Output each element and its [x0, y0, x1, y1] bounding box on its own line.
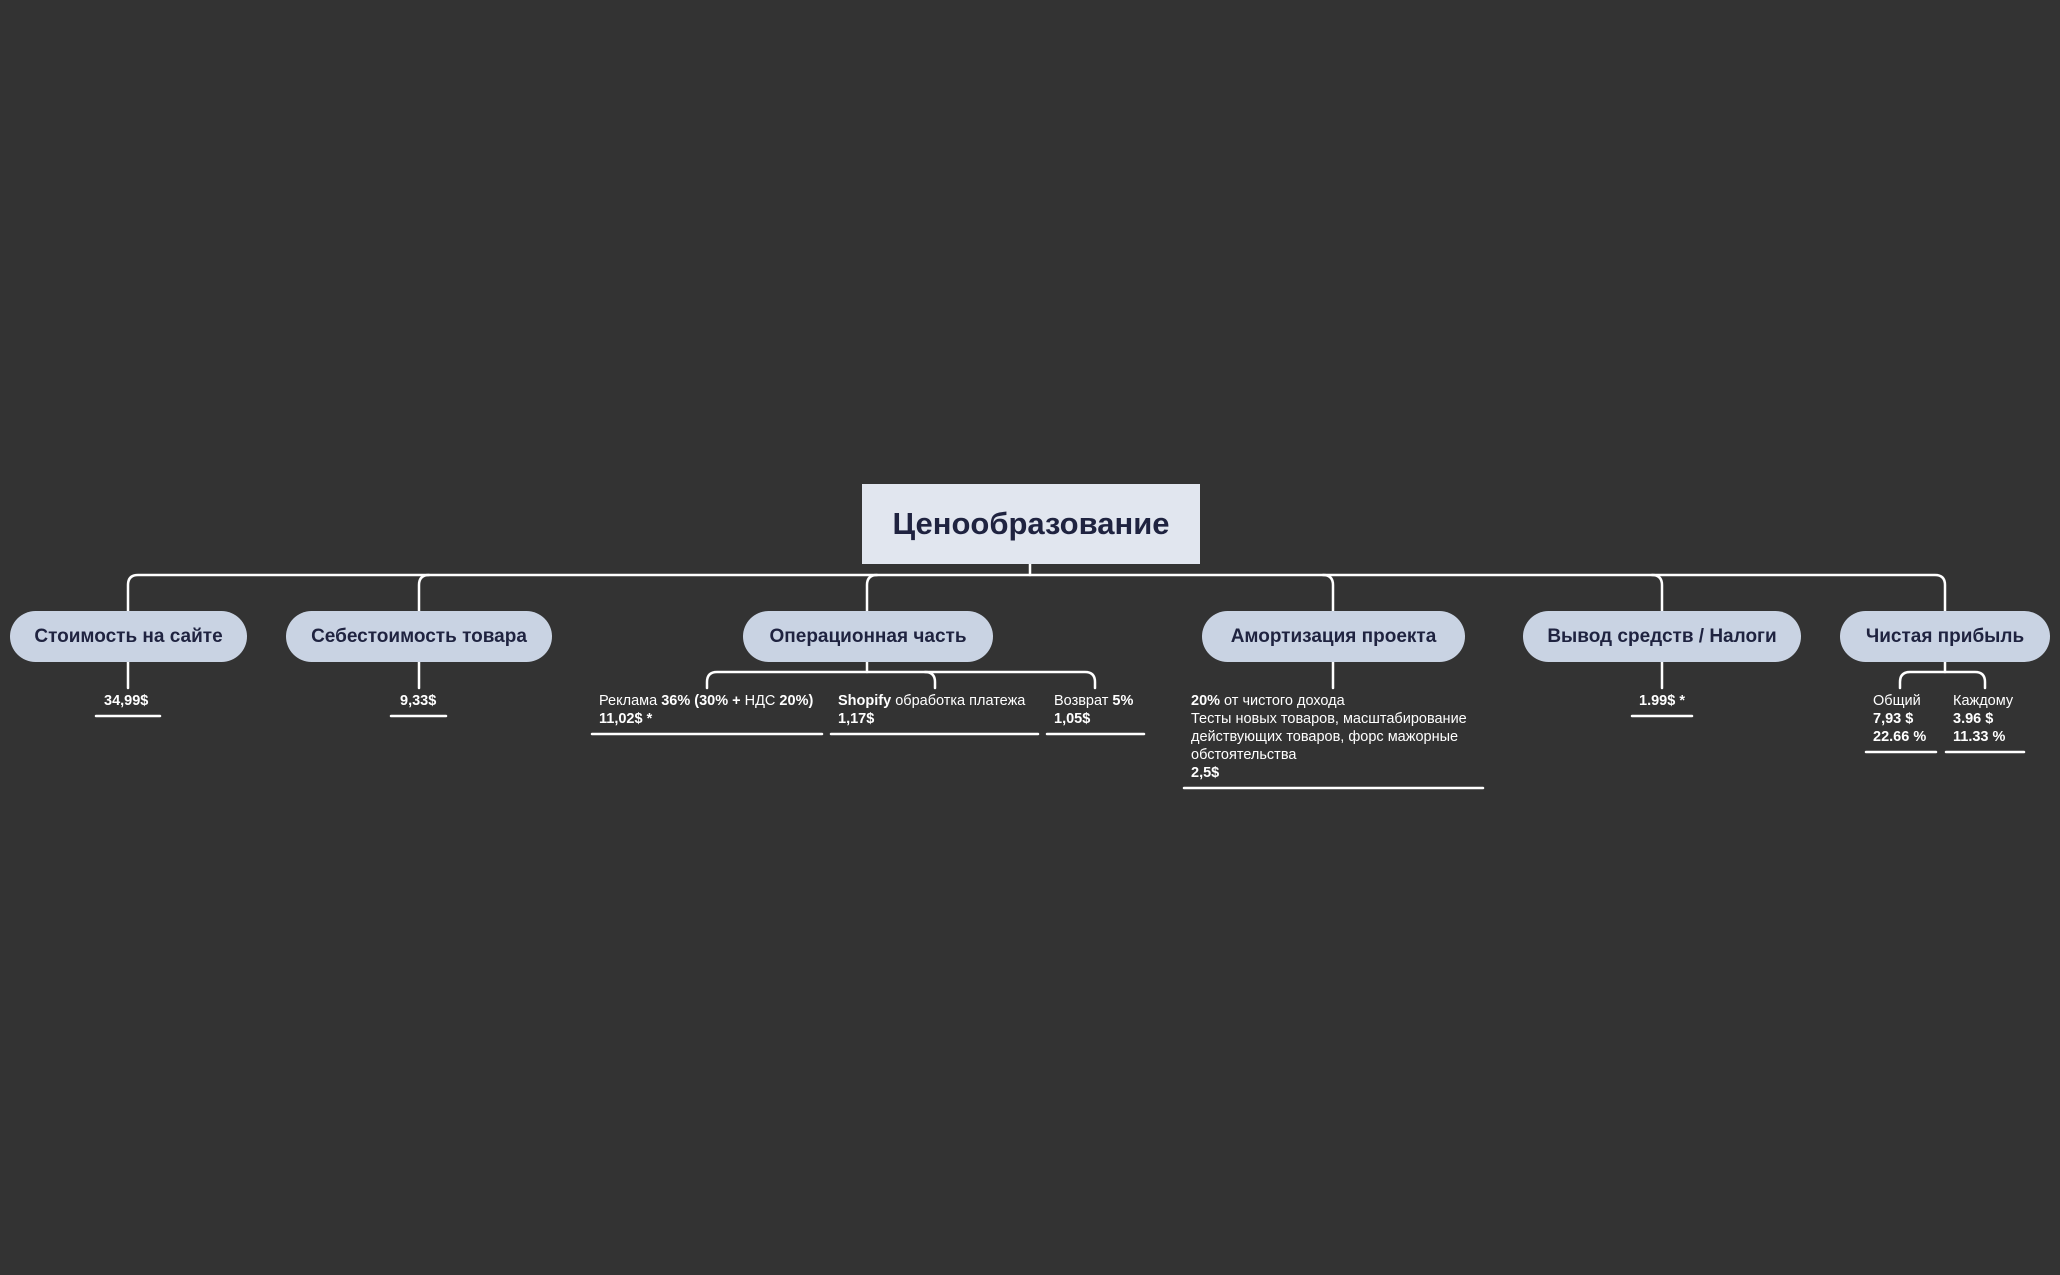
branch-net-profit[interactable]: Чистая прибыль [1840, 611, 2050, 662]
branch-label: Стоимость на сайте [34, 625, 223, 647]
branch-withdrawal-taxes[interactable]: Вывод средств / Налоги [1523, 611, 1801, 662]
leaf-text: действующих товаров, форс мажорные [1191, 729, 1459, 745]
leaf-site-price[interactable]: 34,99$ [104, 692, 148, 710]
leaf-value: 2,5$ [1191, 765, 1220, 781]
branch-label: Себестоимость товара [311, 625, 527, 647]
leaf-profit-each[interactable]: Каждому 3.96 $ 11.33 % [1953, 692, 2013, 746]
leaf-text: обстоятельства [1191, 747, 1297, 763]
connector-branch-5 [1650, 573, 1664, 613]
branch-site-price[interactable]: Стоимость на сайте [10, 611, 247, 662]
connector-branch-2 [417, 573, 431, 613]
branch-amortization[interactable]: Амортизация проекта [1202, 611, 1465, 662]
connector-branch-3 [865, 573, 879, 613]
leaf-text: Возврат 5% [1054, 693, 1134, 709]
leaf-value: 1,17$ [838, 711, 875, 727]
leaf-value: 3.96 $ [1953, 711, 1994, 727]
branch-label: Чистая прибыль [1865, 625, 2025, 647]
branch-label: Амортизация проекта [1230, 625, 1437, 647]
leaf-value: 34,99$ [104, 693, 149, 709]
connector-ops-mid [923, 670, 937, 690]
branch-operations[interactable]: Операционная часть [743, 611, 993, 662]
leaf-value: 9,33$ [400, 693, 437, 709]
connector-ops-bus [705, 670, 1097, 690]
branch-product-cost[interactable]: Себестоимость товара [286, 611, 552, 662]
connector-branch-4 [1321, 573, 1335, 613]
leaf-label: Общий [1873, 693, 1921, 709]
leaf-profit-total[interactable]: Общий 7,93 $ 22.66 % [1873, 692, 1926, 746]
connector-profit-bus [1898, 670, 1987, 690]
leaf-amortization[interactable]: 20% от чистого дохода Тесты новых товаро… [1191, 692, 1467, 782]
branch-label: Операционная часть [769, 625, 967, 647]
leaf-label: Каждому [1953, 693, 2014, 709]
leaf-value: 11,02$ * [599, 711, 653, 727]
leaf-text: Тесты новых товаров, масштабирование [1191, 711, 1467, 727]
leaf-text: Shopify обработка платежа [838, 693, 1026, 709]
leaf-value: 7,93 $ [1873, 711, 1914, 727]
leaf-refund[interactable]: Возврат 5% 1,05$ [1054, 692, 1133, 728]
leaf-text: Реклама 36% (30% + НДС 20%) [599, 693, 814, 709]
root-node-pricing[interactable]: Ценообразование [862, 484, 1200, 564]
leaf-advertising[interactable]: Реклама 36% (30% + НДС 20%) 11,02$ * [599, 692, 813, 728]
connector-main-bus [126, 573, 1947, 613]
leaf-shopify[interactable]: Shopify обработка платежа 1,17$ [838, 692, 1025, 728]
branch-label: Вывод средств / Налоги [1547, 625, 1777, 647]
leaf-value: 1.99$ * [1639, 693, 1685, 709]
leaf-percent: 11.33 % [1953, 729, 2006, 745]
leaf-percent: 22.66 % [1873, 729, 1927, 745]
leaf-taxes[interactable]: 1.99$ * [1639, 692, 1685, 710]
root-title: Ценообразование [892, 506, 1170, 541]
leaf-product-cost[interactable]: 9,33$ [400, 692, 436, 710]
leaf-value: 1,05$ [1054, 711, 1091, 727]
leaf-text: 20% от чистого дохода [1191, 693, 1345, 709]
